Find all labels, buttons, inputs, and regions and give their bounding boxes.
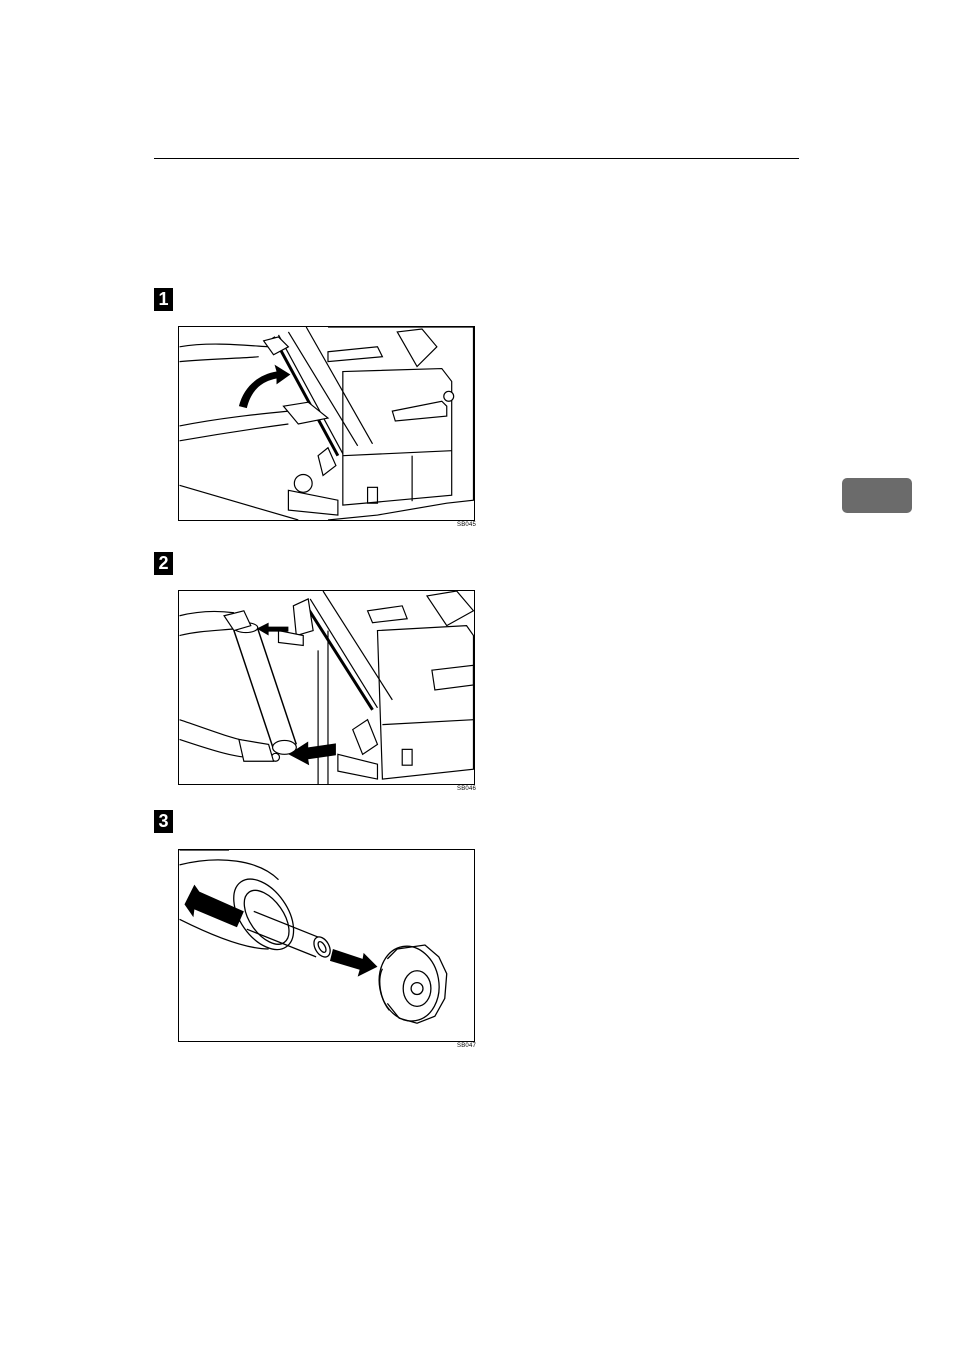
step-2-badge: 2 — [154, 552, 173, 575]
illustration-remove-roll-holder — [179, 327, 474, 520]
figure-code-3: SB047 — [457, 1043, 476, 1049]
illustration-lift-roll-out — [179, 591, 474, 784]
chapter-thumb-tab — [842, 478, 912, 513]
header-rule — [154, 158, 799, 159]
step-3-badge: 3 — [154, 810, 173, 833]
figure-step-2 — [178, 590, 475, 785]
step-1-badge: 1 — [154, 288, 173, 311]
arrow-icon — [239, 365, 290, 409]
figure-step-3 — [178, 849, 475, 1042]
figure-code-1: SB045 — [457, 522, 476, 528]
figure-step-1 — [178, 326, 475, 521]
figure-code-2: SB046 — [457, 786, 476, 792]
illustration-remove-flange — [179, 850, 474, 1041]
arrow-icon — [330, 949, 378, 977]
